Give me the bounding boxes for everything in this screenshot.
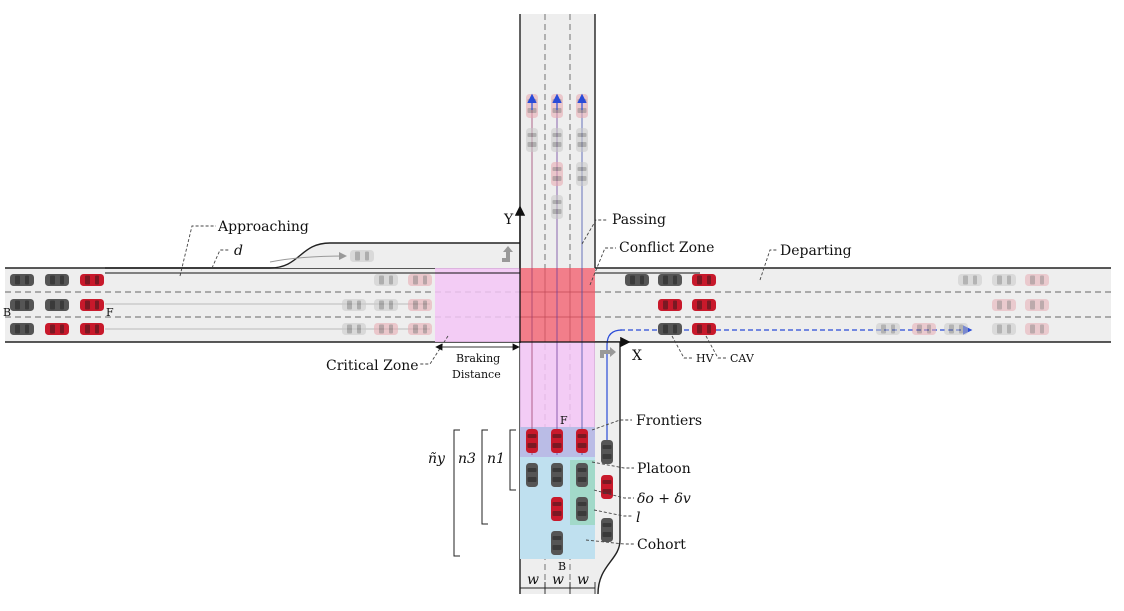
north-arrows bbox=[527, 93, 587, 110]
departing-leader bbox=[759, 249, 778, 281]
ny-label: ñy bbox=[428, 451, 446, 467]
frontiers-label: Frontiers bbox=[636, 413, 702, 429]
hv-label: HV bbox=[696, 352, 715, 365]
passing-leader bbox=[581, 219, 608, 245]
departing-label: Departing bbox=[780, 243, 852, 259]
frontiers-leader bbox=[591, 419, 632, 431]
n3-brace bbox=[481, 429, 488, 525]
cav-label: CAV bbox=[730, 352, 755, 365]
b-label-south: B bbox=[558, 560, 566, 573]
cohort-leader bbox=[585, 539, 634, 545]
left-turn-trajectory bbox=[606, 329, 623, 440]
west-cars bbox=[10, 274, 104, 335]
vertical-trajectories bbox=[531, 95, 583, 455]
turn-bay-path bbox=[269, 252, 347, 263]
x-axis-label: X bbox=[632, 348, 642, 364]
passing-label: Passing bbox=[612, 212, 666, 228]
b-label-left: B bbox=[3, 306, 11, 319]
braking-distance-line2: Distance bbox=[452, 368, 501, 381]
critical-zone-label: Critical Zone bbox=[326, 358, 419, 374]
lane-width-2: w bbox=[552, 572, 564, 588]
approaching-label: Approaching bbox=[217, 219, 309, 235]
approaching-leader bbox=[179, 225, 216, 277]
l-leader bbox=[593, 509, 632, 517]
lane-width-1: w bbox=[527, 572, 539, 588]
l-label: l bbox=[636, 510, 640, 526]
n3-label: n3 bbox=[458, 451, 476, 467]
ny-brace bbox=[453, 429, 460, 557]
turn-arrow-icon-north bbox=[502, 246, 513, 262]
n1-brace bbox=[509, 429, 516, 491]
road-left-turn-bay bbox=[105, 242, 520, 269]
d-label: d bbox=[234, 243, 243, 259]
cohort-label: Cohort bbox=[637, 537, 686, 553]
f-label-south: F bbox=[560, 414, 568, 427]
platoon-label: Platoon bbox=[637, 461, 691, 477]
f-label-left: F bbox=[106, 306, 114, 319]
y-axis-label: Y bbox=[503, 212, 514, 228]
lane-width-3: w bbox=[577, 572, 589, 588]
n1-label: n1 bbox=[487, 451, 505, 467]
hv-leader bbox=[671, 335, 694, 359]
conflict-zone-leader bbox=[589, 247, 616, 286]
delta-label: δo + δv bbox=[637, 491, 691, 507]
d-leader bbox=[211, 249, 230, 269]
braking-distance-line1: Braking bbox=[456, 352, 500, 365]
conflict-zone-label: Conflict Zone bbox=[619, 240, 714, 256]
cav-leader bbox=[705, 335, 728, 359]
platoon-leader bbox=[591, 461, 634, 469]
critical-zone-horizontal bbox=[435, 268, 520, 342]
delta-leader bbox=[593, 489, 634, 499]
lane-width-markers bbox=[519, 582, 596, 594]
turn-arrow-icon-south bbox=[600, 347, 616, 358]
